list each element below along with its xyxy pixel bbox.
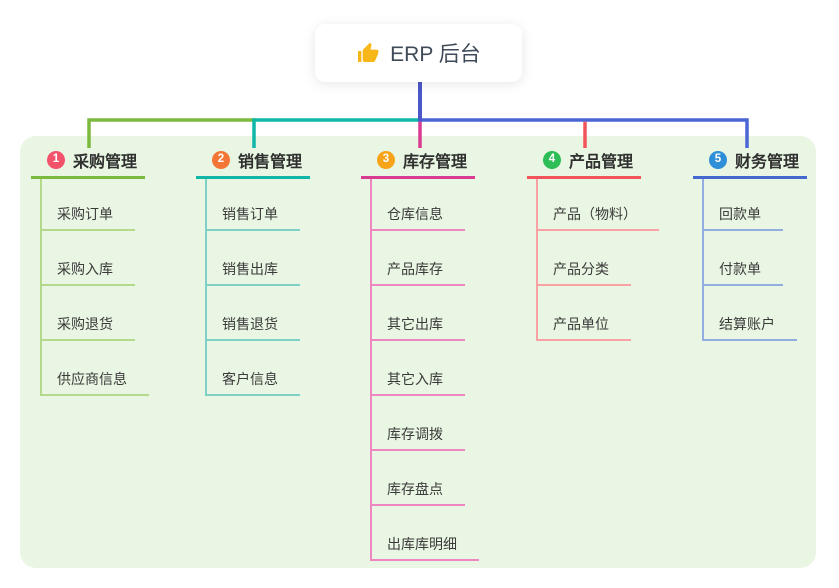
- child-node[interactable]: 产品单位: [536, 316, 631, 341]
- branch-header[interactable]: 2 销售管理: [196, 149, 311, 179]
- child-node[interactable]: 回款单: [702, 206, 783, 231]
- root-title: ERP 后台: [390, 43, 481, 66]
- branch-label: 库存管理: [403, 154, 468, 171]
- branch-spine: [536, 179, 538, 341]
- branch-number-badge: 3: [377, 151, 395, 169]
- branch-header[interactable]: 1 采购管理: [31, 149, 146, 179]
- child-node[interactable]: 销售出库: [205, 261, 300, 286]
- child-node[interactable]: 产品（物料）: [536, 206, 659, 231]
- child-node[interactable]: 客户信息: [205, 371, 300, 396]
- branch-spine: [702, 179, 704, 341]
- branch-number-badge: 5: [709, 151, 727, 169]
- child-node[interactable]: 结算账户: [702, 316, 797, 341]
- child-node[interactable]: 销售退货: [205, 316, 300, 341]
- branch-number-badge: 4: [543, 151, 561, 169]
- branch-header[interactable]: 4 产品管理: [527, 149, 642, 179]
- branch-spine: [370, 179, 372, 561]
- branch-header[interactable]: 3 库存管理: [361, 149, 476, 179]
- child-node[interactable]: 采购订单: [40, 206, 135, 231]
- branch-label: 产品管理: [569, 154, 634, 171]
- child-node[interactable]: 采购退货: [40, 316, 135, 341]
- root-node[interactable]: ERP 后台: [315, 24, 522, 82]
- child-node[interactable]: 产品库存: [370, 261, 465, 286]
- branch-number-badge: 1: [47, 151, 65, 169]
- child-node[interactable]: 仓库信息: [370, 206, 465, 231]
- branch-label: 采购管理: [73, 154, 138, 171]
- child-node[interactable]: 付款单: [702, 261, 783, 286]
- branch-spine: [205, 179, 207, 396]
- branch-label: 销售管理: [238, 154, 303, 171]
- mindmap-canvas: [20, 136, 816, 568]
- child-node[interactable]: 库存盘点: [370, 481, 465, 506]
- child-node[interactable]: 产品分类: [536, 261, 631, 286]
- child-node[interactable]: 采购入库: [40, 261, 135, 286]
- child-node[interactable]: 出库库明细: [370, 536, 479, 561]
- child-node[interactable]: 供应商信息: [40, 371, 149, 396]
- child-node[interactable]: 其它入库: [370, 371, 465, 396]
- thumbs-up-icon: [356, 41, 380, 65]
- child-node[interactable]: 库存调拨: [370, 426, 465, 451]
- child-node[interactable]: 销售订单: [205, 206, 300, 231]
- branch-number-badge: 2: [212, 151, 230, 169]
- branch-spine: [40, 179, 42, 396]
- child-node[interactable]: 其它出库: [370, 316, 465, 341]
- branch-header[interactable]: 5 财务管理: [693, 149, 808, 179]
- branch-label: 财务管理: [735, 154, 800, 171]
